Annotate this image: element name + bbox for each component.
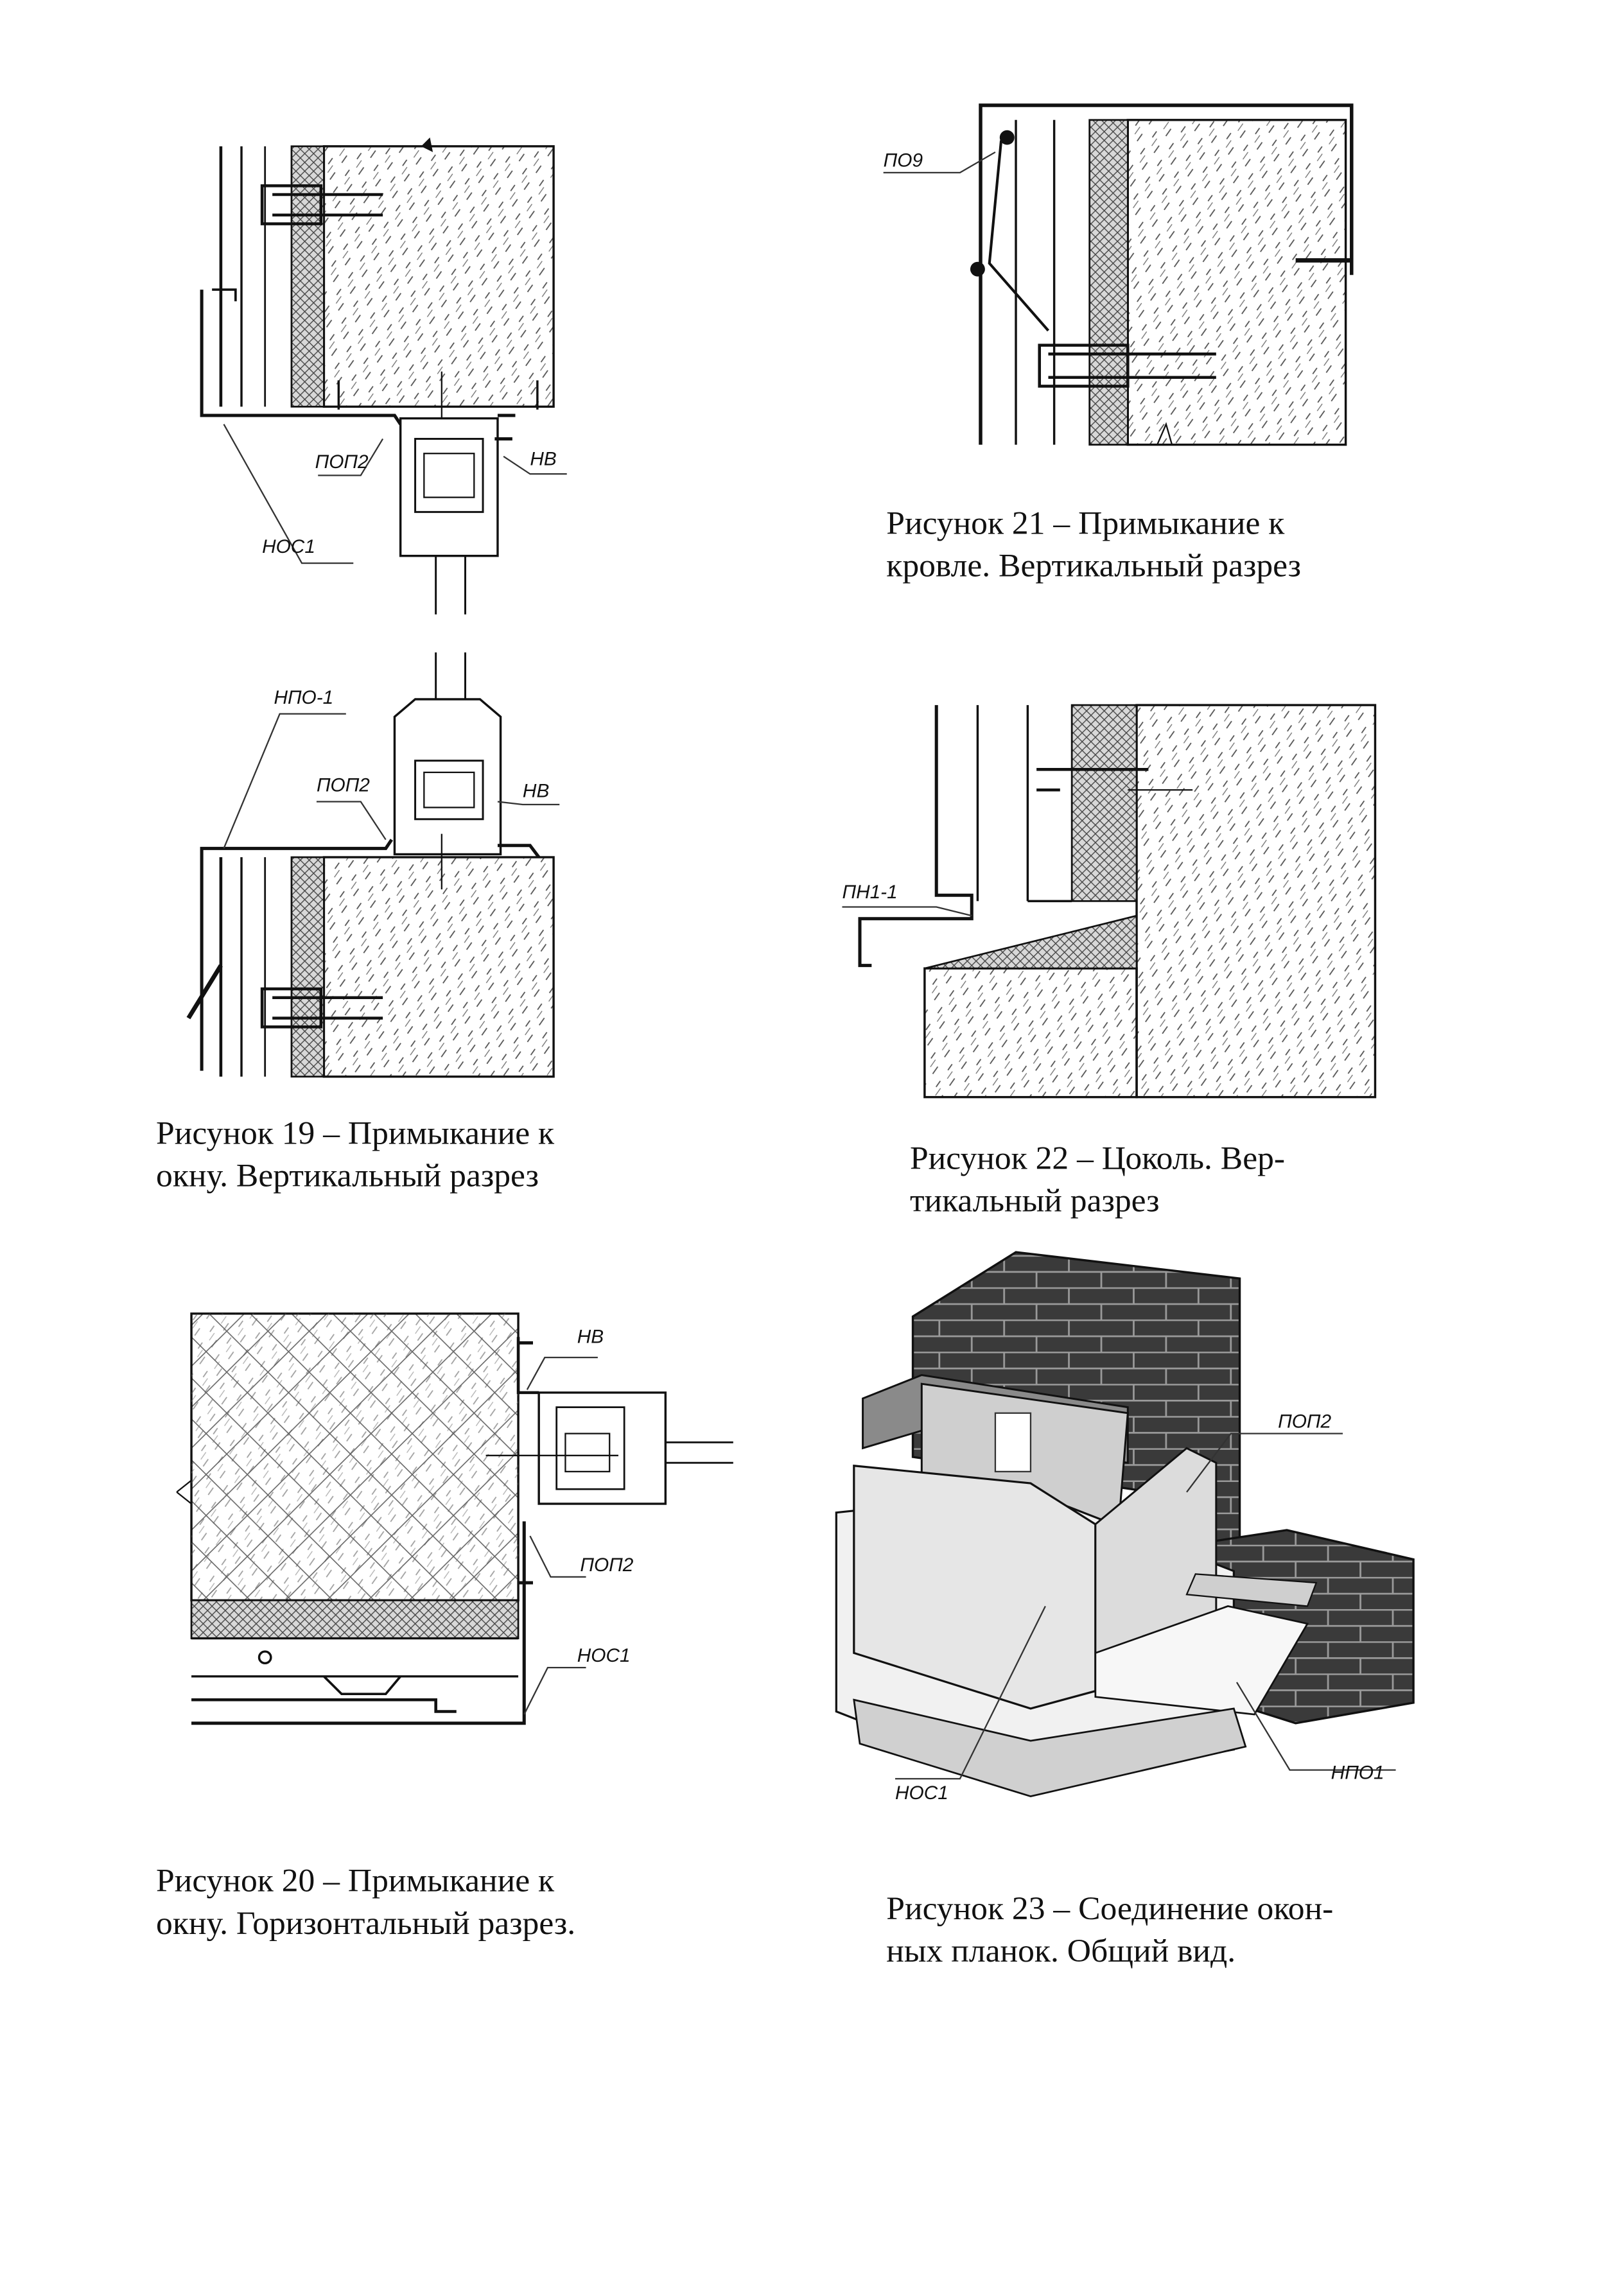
fig23-isometric: ПОП2 НОС1 НПО1: [835, 1251, 1415, 1804]
fig20-caption: Рисунок 20 – Примыкание к окну. Горизонт…: [156, 1860, 575, 1944]
fig22-caption: Рисунок 22 – Цоколь. Вер- тикальный разр…: [910, 1137, 1285, 1221]
fig21-section: ПО9: [884, 103, 1354, 446]
fig19-top-label-nos: НОС1: [262, 536, 315, 557]
fig23-label-pop: ПОП2: [1278, 1411, 1331, 1433]
fig23-caption: Рисунок 23 – Соединение окон- ных планок…: [886, 1887, 1333, 1972]
fig23-label-npo: НПО1: [1331, 1762, 1384, 1783]
fig20-label-nos: НОС1: [577, 1645, 631, 1666]
fig22-section: ПН1-1: [842, 704, 1377, 1099]
fig19-bottom-section: НПО-1 ПОП2 НВ: [186, 652, 560, 1078]
fig19-bottom-label-nv: НВ: [523, 781, 549, 802]
fig20-label-nv: НВ: [577, 1326, 604, 1347]
fig23-label-nos: НОС1: [895, 1782, 948, 1804]
fig19-top-label-pop: ПОП2: [315, 451, 369, 473]
fig20-section: НВ ПОП2 НОС1: [176, 1312, 733, 1725]
fig19-caption-line-1: Рисунок 19 – Примыкание к: [156, 1114, 555, 1151]
fig22-caption-line-2: тикальный разрез: [909, 1181, 1160, 1219]
fig19-caption-line-2: окну. Вертикальный разрез: [156, 1157, 539, 1194]
fig23-caption-line-1: Рисунок 23 – Соединение окон-: [886, 1890, 1334, 1927]
fig19-top-section: НОС1 ПОП2 НВ: [200, 137, 567, 614]
fig19-top-label-nv: НВ: [530, 449, 556, 470]
fig20-label-pop: ПОП2: [580, 1555, 633, 1576]
fig19-bottom-label-pop: ПОП2: [317, 775, 370, 796]
fig21-caption-line-1: Рисунок 21 – Примыкание к: [886, 504, 1285, 541]
fig21-label-po: ПО9: [884, 150, 923, 171]
fig22-label-pn: ПН1-1: [842, 882, 897, 903]
fig19-caption: Рисунок 19 – Примыкание к окну. Вертикал…: [156, 1111, 554, 1196]
fig21-caption: Рисунок 21 – Примыкание к кровле. Вертик…: [886, 501, 1301, 586]
fig20-caption-line-2: окну. Горизонтальный разрез.: [156, 1904, 576, 1942]
fig22-caption-line-1: Рисунок 22 – Цоколь. Вер-: [909, 1139, 1286, 1176]
fig21-caption-line-2: кровле. Вертикальный разрез: [886, 547, 1302, 584]
fig19-bottom-label-npo: НПО-1: [274, 687, 333, 708]
fig23-caption-line-2: ных планок. Общий вид.: [886, 1932, 1236, 1969]
fig20-caption-line-1: Рисунок 20 – Примыкание к: [156, 1862, 555, 1899]
